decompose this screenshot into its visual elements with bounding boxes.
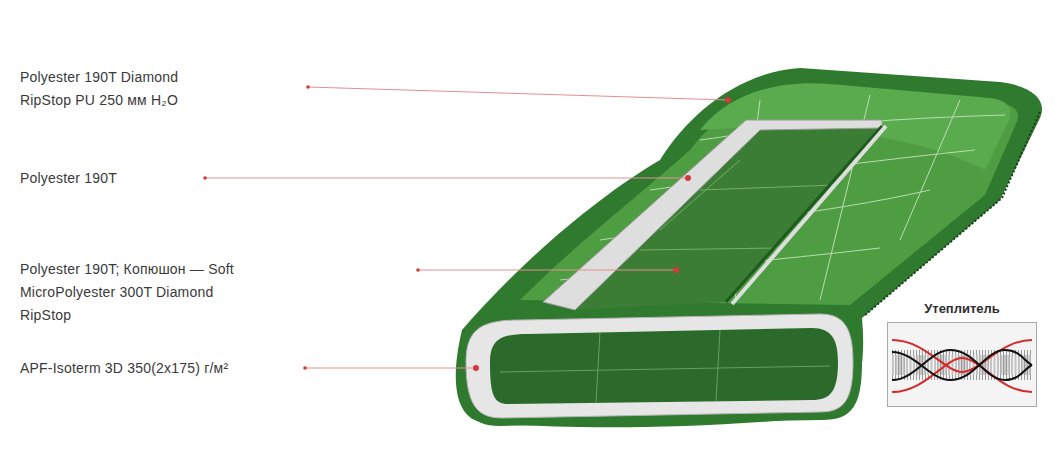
cross-section-outer xyxy=(458,306,862,426)
leader-dots xyxy=(203,85,731,371)
part-label: Polyester 190T xyxy=(20,167,117,190)
cross-section-insulation xyxy=(466,314,853,418)
part-label: Polyester 190T Diamond RipStop PU 250 мм… xyxy=(20,66,220,112)
cut-edge-inner xyxy=(732,126,886,304)
zipper xyxy=(864,112,1040,316)
inset-box: Утеплитель xyxy=(887,322,1037,407)
inset-heading: Утеплитель xyxy=(888,301,1036,316)
insulation-flap xyxy=(543,120,882,310)
cut-edge xyxy=(726,126,882,302)
part-label: APF-Isoterm 3D 350(2x175) г/м² xyxy=(20,357,228,380)
leader-lines xyxy=(205,87,728,368)
bag-shell xyxy=(456,68,1042,427)
lining-seams xyxy=(500,330,830,402)
cross-section-lining xyxy=(490,328,838,404)
insulation-inset-figure xyxy=(888,323,1036,406)
part-label: Polyester 190T; Копюшон — Soft MicroPoly… xyxy=(20,258,235,327)
